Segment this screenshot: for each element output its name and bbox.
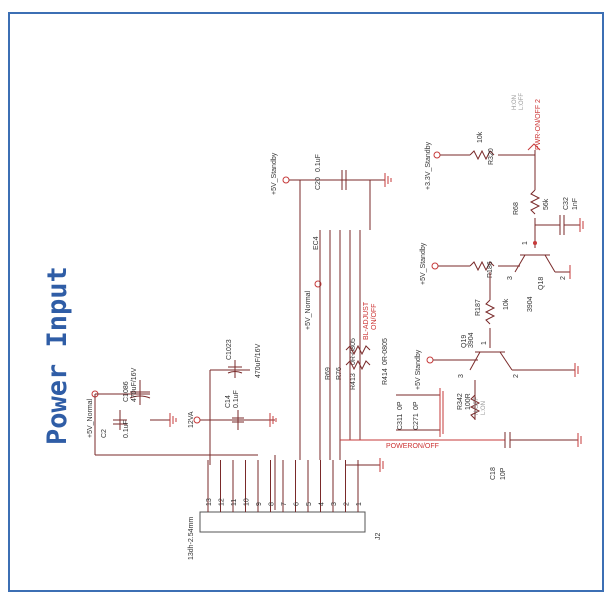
- j2-pin-number: 12: [219, 498, 226, 506]
- net-5v-standby-r: +5V_Standby: [420, 242, 427, 285]
- pwr-note-2: L:OFF: [519, 93, 525, 110]
- j2-label: J2: [375, 533, 382, 541]
- c271-value: 0P: [413, 401, 420, 410]
- r68-value: 56k: [543, 198, 550, 210]
- r320-value: 10k: [477, 131, 484, 143]
- r342-value: 100R: [465, 393, 472, 410]
- j2-pin-number: 5: [306, 502, 313, 506]
- c1023-value: 470uF/16V: [255, 343, 262, 378]
- svg-text:3: 3: [458, 374, 465, 378]
- j2-pin-number: 9: [256, 502, 263, 506]
- q19-value: 3904: [468, 332, 475, 348]
- r413-label: R413: [350, 373, 357, 390]
- c18-label: C18: [490, 467, 497, 480]
- c20-label: C20: [315, 177, 322, 190]
- r186-label: R186: [487, 261, 494, 278]
- sheet-title: Power Input: [42, 266, 73, 445]
- q18-value: 3904: [527, 296, 534, 312]
- c1023-label: C1023: [226, 339, 233, 360]
- svg-text:H:OFF: H:OFF: [474, 397, 480, 415]
- c1023-c14-group: 12VA C1023 470uF/16V C14 0.1uF: [188, 339, 277, 465]
- net-3v3-standby: +3.3V_Standby: [425, 141, 432, 190]
- c1086-c2-group: +5V_Normal C2 0.1uF C1086 470uF/16V: [87, 367, 258, 456]
- c2-label: C2: [101, 429, 108, 438]
- svg-text:2: 2: [513, 374, 520, 378]
- svg-text:1: 1: [481, 341, 488, 345]
- on-off-label: ON/OFF: [371, 304, 378, 330]
- ec4-r-group: +5V_Normal EC4 R69 R76 R413 0R-0805 BL-A…: [305, 230, 389, 460]
- j2-value: 13dh-2.54mm: [188, 517, 195, 560]
- net-5v-standby-top: +5V_Standby: [271, 152, 278, 195]
- j2-pin-number: 11: [231, 499, 238, 506]
- c14-value: 0.1uF: [233, 390, 240, 408]
- j2-pin-number: 2: [344, 502, 351, 506]
- j2-pin-number: 4: [319, 502, 326, 506]
- r68-label: R68: [513, 202, 520, 215]
- q19-group: +5V Standby 1 Q19 3904 3 2: [415, 332, 579, 390]
- c271-label: C271: [413, 413, 420, 430]
- j2-pin-number: 8: [269, 502, 276, 506]
- j2-pin-number: 13: [206, 498, 213, 506]
- svg-text:3: 3: [507, 276, 514, 280]
- net-poweronoff: POWERON/OFF: [386, 443, 439, 450]
- q18-label: Q18: [538, 277, 545, 290]
- r413-value: 0R-0805: [350, 338, 357, 365]
- net-12va: 12VA: [188, 411, 195, 428]
- c311-label: C311: [397, 414, 404, 430]
- net-5v-normal-b: +5V_Normal: [305, 290, 312, 330]
- q19-label: Q19: [461, 335, 468, 348]
- c18-value: 10P: [500, 467, 507, 480]
- c2-value: 0.1uF: [123, 420, 130, 438]
- svg-text:L:ON: L:ON: [481, 401, 487, 415]
- pwr-note-1: H:ON: [512, 95, 518, 110]
- c1086-label: C1086: [123, 381, 130, 402]
- j2-pin-number: 10: [244, 498, 251, 506]
- net-pwr-onoff2: PWR-ON/OFF 2: [535, 99, 542, 150]
- c311-c271-group: C311 0P C271 0P: [396, 388, 444, 437]
- r414-label: R414: [382, 368, 389, 385]
- c20-group: +5V_Standby C20 0.1uF: [271, 152, 392, 460]
- r342-label: R342: [457, 393, 464, 410]
- r187-value: 10k: [503, 298, 510, 310]
- svg-text:2: 2: [560, 276, 567, 280]
- r342-c18-group: R342 100R H:OFF L:ON POWERON/OFF C18 10P: [340, 380, 582, 480]
- c32-value: 1nF: [572, 198, 579, 210]
- net-5v-normal: +5V_Normal: [87, 398, 94, 438]
- schematic-frame: [8, 12, 604, 592]
- j2-pin-number: 7: [281, 502, 288, 506]
- r187-label: R187: [475, 299, 482, 316]
- r69-label: R69: [325, 367, 332, 380]
- j2-pin-number: 3: [331, 502, 338, 506]
- c20-value: 0.1uF: [315, 154, 322, 172]
- r320-label: R320: [488, 148, 495, 165]
- q18-group: +3.3V_Standby R320 10k PWR-ON/OFF 2 H:ON…: [420, 93, 584, 348]
- c32-label: C32: [563, 197, 570, 210]
- net-5v-standby-q: +5V Standby: [415, 349, 422, 390]
- c14-label: C14: [225, 395, 232, 408]
- r414-value: 0R-0805: [382, 338, 389, 365]
- bl-adjust-label: BL-ADJUST: [363, 301, 370, 340]
- j2-pin-number: 6: [294, 502, 301, 506]
- c1086-value: 470uF/16V: [131, 367, 138, 402]
- c311-value: 0P: [397, 401, 404, 410]
- q18-pin1: 1: [522, 241, 529, 245]
- j2-pin-number: 1: [356, 502, 363, 506]
- ec4-label: EC4: [313, 236, 320, 250]
- connector-j2: 13dh-2.54mm J2 13 12 11 10 9 8 7 6 5 4 3 2 1: [188, 455, 384, 560]
